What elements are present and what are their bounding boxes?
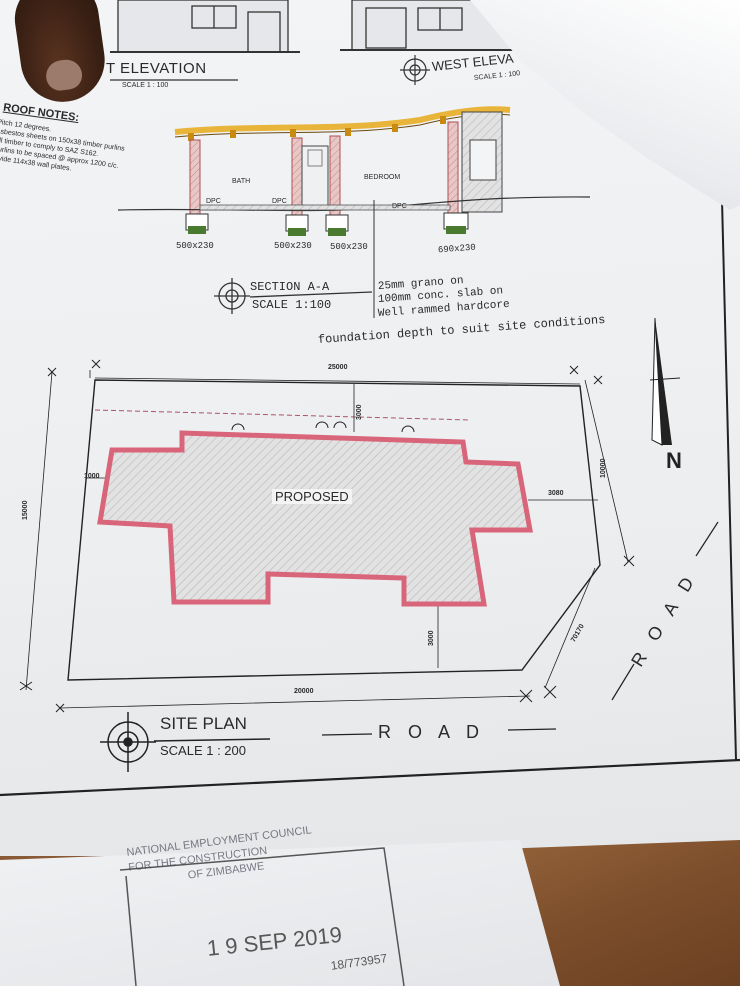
left-elevation-title: T ELEVATION: [106, 60, 207, 77]
sheet-border-right: [721, 199, 737, 761]
setback-right: 3080: [548, 490, 564, 497]
site-plan-symbol: [100, 712, 271, 772]
setback-bottom: 3000: [428, 630, 435, 646]
north-label: N: [666, 448, 682, 473]
dimension-right: 10000: [600, 458, 607, 478]
building-label: PROPOSED: [272, 489, 352, 504]
room-label-bath: BATH: [232, 178, 251, 185]
building-footprint: [97, 430, 533, 607]
site-plan-drawing: [19, 359, 635, 713]
section-symbol: [214, 278, 373, 314]
section-scale: SCALE 1:100: [252, 298, 332, 312]
footing-size: 500x230: [330, 242, 368, 252]
dimension-bottom: 20000: [294, 688, 314, 695]
drawing-sheet: [0, 0, 740, 856]
section-title: SECTION A-A: [250, 280, 330, 294]
left-elevation-scale: SCALE 1 : 100: [122, 82, 169, 89]
footing-size: 500x230: [274, 241, 312, 251]
dpc-label: DPC: [272, 198, 287, 205]
section-drawing: [117, 106, 591, 318]
road-lines: [321, 521, 719, 736]
elevation-symbol: [400, 55, 430, 85]
road-label-bottom: R O A D: [378, 722, 486, 742]
setback-left: 1000: [84, 473, 100, 480]
elevation-left-fragment: [110, 0, 300, 81]
room-label-bedroom: BEDROOM: [364, 174, 401, 181]
sheet-border-bottom: [0, 758, 740, 797]
dimension-top: 25000: [328, 364, 348, 371]
north-arrow-icon: [649, 317, 681, 446]
site-plan-title: SITE PLAN: [160, 714, 247, 733]
dpc-label: DPC: [392, 203, 407, 210]
setback-top: 3000: [356, 404, 363, 420]
dimension-left: 15000: [22, 500, 29, 520]
footing-size: 500x230: [176, 241, 214, 251]
stamp-paper: [0, 840, 560, 986]
dpc-label: DPC: [206, 198, 221, 205]
site-plan-scale: SCALE 1 : 200: [160, 743, 246, 758]
